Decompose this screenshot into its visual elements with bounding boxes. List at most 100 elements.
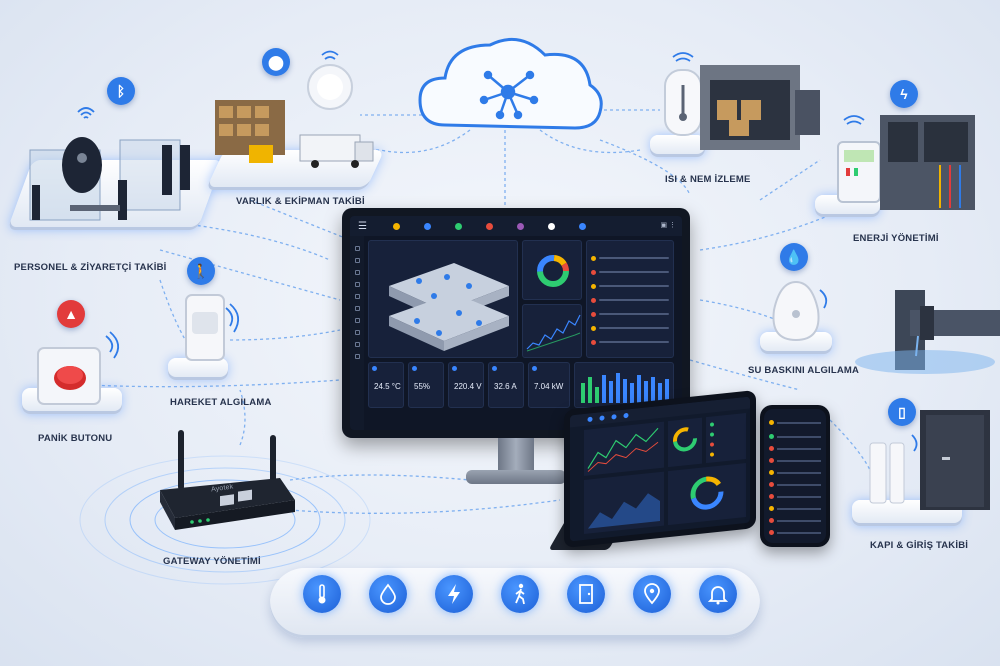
list-line xyxy=(777,483,821,486)
label-gateway: GATEWAY YÖNETİMİ xyxy=(163,556,261,567)
list-line xyxy=(777,531,821,534)
sidebar-icon[interactable] xyxy=(354,342,360,347)
door-sensor-scene xyxy=(869,410,990,510)
thermometer-icon[interactable] xyxy=(303,575,341,613)
list-line xyxy=(777,507,821,510)
metric-tile-current[interactable]: 32.6 A xyxy=(488,362,524,408)
label-panic: PANİK BUTONU xyxy=(38,433,113,444)
sidebar-icon[interactable] xyxy=(354,294,360,299)
metric-tile-temperature[interactable]: 24.5 °C xyxy=(368,362,404,408)
flood-sensor-scene xyxy=(772,280,1000,374)
nav-item[interactable] xyxy=(443,222,474,230)
status-dot xyxy=(769,494,774,499)
sidebar-icon[interactable] xyxy=(354,354,360,359)
gateway-router xyxy=(160,430,295,530)
list-item[interactable] xyxy=(769,419,821,426)
status-dot xyxy=(769,434,774,439)
alert-dot xyxy=(591,297,596,303)
label-asset: VARLIK & EKİPMAN TAKİBİ xyxy=(236,196,365,207)
status-dot xyxy=(769,420,774,425)
list-item[interactable] xyxy=(769,481,821,488)
nav-item[interactable] xyxy=(474,222,505,230)
label-personnel: PERSONEL & ZİYARETÇİ TAKİBİ xyxy=(14,262,167,273)
nav-dot xyxy=(578,222,586,230)
nav-dot xyxy=(547,222,555,230)
label-motion: HAREKET ALGILAMA xyxy=(170,397,272,408)
metric-value: 220.4 V xyxy=(454,382,482,391)
list-item[interactable] xyxy=(769,445,821,452)
monitor-stand xyxy=(498,438,534,472)
tablet-dashboard xyxy=(570,396,750,542)
notification-icon[interactable]: ▣ ⋮ xyxy=(660,222,676,229)
alert-row[interactable] xyxy=(591,323,669,333)
metric-tile-voltage[interactable]: 220.4 V xyxy=(448,362,484,408)
asset-tag-device xyxy=(307,50,353,110)
sidebar-icon[interactable] xyxy=(354,306,360,311)
alert-row[interactable] xyxy=(591,267,669,277)
nav-item[interactable] xyxy=(536,222,567,230)
list-line xyxy=(777,519,821,522)
sidebar-icon[interactable] xyxy=(354,318,360,323)
list-item[interactable] xyxy=(769,433,821,440)
list-item[interactable] xyxy=(769,457,821,464)
lightning-icon xyxy=(532,366,537,371)
list-item[interactable] xyxy=(769,469,821,476)
list-item[interactable] xyxy=(769,529,821,536)
location-pin-icon[interactable] xyxy=(633,575,671,613)
tablet-charts xyxy=(570,396,750,534)
lightning-icon[interactable] xyxy=(435,575,473,613)
nav-item[interactable] xyxy=(412,222,443,230)
status-dot xyxy=(769,470,774,475)
label-energy: ENERJİ YÖNETİMİ xyxy=(853,233,939,244)
floorplan-panel[interactable] xyxy=(368,240,518,358)
alert-row[interactable] xyxy=(591,337,669,347)
water-drop-icon[interactable] xyxy=(369,575,407,613)
dashboard-sidebar xyxy=(350,236,364,430)
alert-dot xyxy=(591,255,596,261)
turnstile-scene xyxy=(29,137,190,221)
alert-row[interactable] xyxy=(591,281,669,291)
desktop-monitor: ☰ ▣ ⋮ xyxy=(342,208,690,438)
alert-row[interactable] xyxy=(591,253,669,263)
sidebar-icon[interactable] xyxy=(354,258,360,263)
door-icon: ▯ xyxy=(888,398,916,426)
nav-item[interactable] xyxy=(381,222,412,230)
door-icon[interactable] xyxy=(567,575,605,613)
nav-item[interactable] xyxy=(567,222,598,230)
list-item[interactable] xyxy=(769,517,821,524)
consumption-bar-panel[interactable] xyxy=(574,362,674,408)
sidebar-icon[interactable] xyxy=(354,282,360,287)
cloud-icon xyxy=(418,37,603,130)
alert-row[interactable] xyxy=(591,309,669,319)
label-door: KAPI & GİRİŞ TAKİBİ xyxy=(870,540,969,551)
status-donut-chart xyxy=(537,255,569,287)
sidebar-icon[interactable] xyxy=(354,246,360,251)
alerts-panel[interactable] xyxy=(586,240,674,358)
alert-line xyxy=(599,327,669,329)
climate-sensor xyxy=(664,52,820,150)
metric-tile-power[interactable]: 7.04 kW xyxy=(528,362,570,408)
lightning-icon xyxy=(452,366,457,371)
panic-button-device xyxy=(37,331,120,405)
list-item[interactable] xyxy=(769,505,821,512)
status-donut-panel[interactable] xyxy=(522,240,582,300)
list-line xyxy=(777,435,821,438)
list-item[interactable] xyxy=(769,493,821,500)
menu-icon[interactable]: ☰ xyxy=(358,220,367,232)
trend-chart xyxy=(526,314,581,352)
alert-row[interactable] xyxy=(591,295,669,305)
thermometer-icon xyxy=(372,366,377,371)
nav-item[interactable] xyxy=(505,222,536,230)
motion-sensor xyxy=(185,294,240,361)
walking-person-icon[interactable] xyxy=(501,575,539,613)
phone-alert-list xyxy=(764,409,826,543)
alert-line xyxy=(599,257,669,259)
sidebar-icon[interactable] xyxy=(354,330,360,335)
bell-icon[interactable] xyxy=(699,575,737,613)
sidebar-icon[interactable] xyxy=(354,270,360,275)
lightning-icon: ϟ xyxy=(890,80,918,108)
trend-chart-panel[interactable] xyxy=(522,304,582,358)
metric-tile-humidity[interactable]: 55% xyxy=(408,362,444,408)
status-dot xyxy=(769,446,774,451)
dashboard-topbar: ☰ ▣ ⋮ xyxy=(350,216,682,236)
